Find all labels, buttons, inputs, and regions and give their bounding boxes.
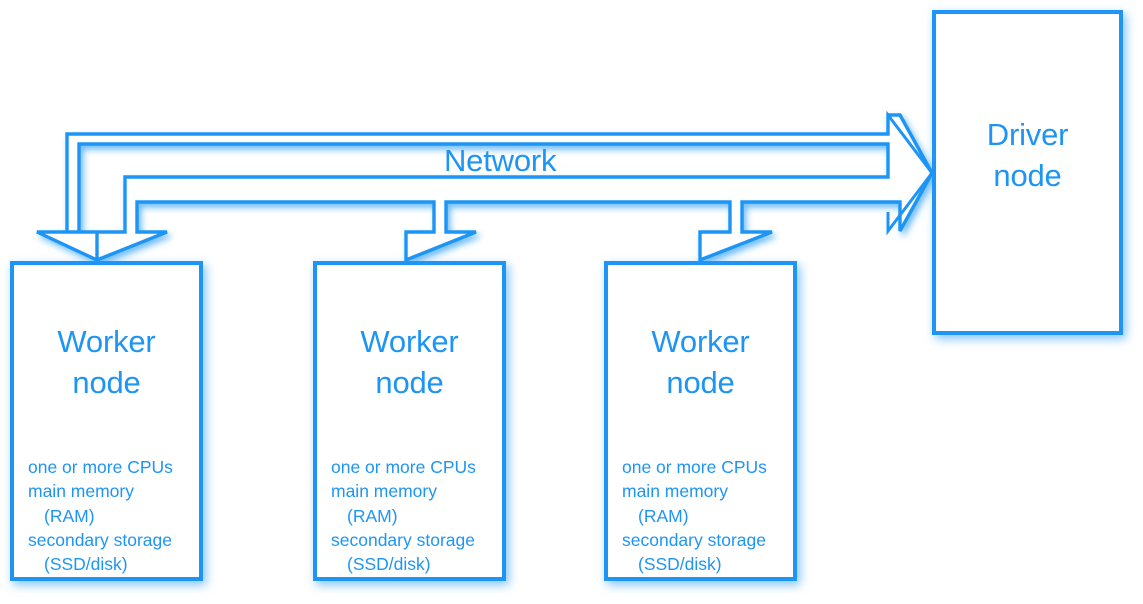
spec-secondary-storage: secondary storage [28,529,172,550]
spec-main-memory: main memory [28,481,134,502]
spec-main-memory: main memory [331,481,437,502]
spec-ram: (RAM) [638,505,689,526]
spec-secondary-storage: secondary storage [331,529,475,550]
worker-node-1[interactable]: Worker node one or more CPUs main memory… [10,261,203,581]
driver-to-workers-connector [36,113,934,263]
worker-node-2-specs: one or more CPUs main memory (RAM) secon… [331,455,476,576]
driver-node[interactable]: Driver node [932,10,1123,335]
spec-main-memory: main memory [622,481,728,502]
spec-secondary-storage: secondary storage [622,529,766,550]
network-label: Network [444,143,557,178]
worker-node-1-title: Worker node [57,324,156,400]
connector-left-drop-shaft [79,110,934,236]
worker-node-1-specs: one or more CPUs main memory (RAM) secon… [28,455,173,576]
spec-cpus: one or more CPUs [331,457,476,477]
spec-cpus: one or more CPUs [622,457,767,477]
worker-node-3-specs: one or more CPUs main memory (RAM) secon… [622,455,767,576]
spec-ssd-disk: (SSD/disk) [638,554,722,575]
worker-node-2[interactable]: Worker node one or more CPUs main memory… [313,261,506,581]
spec-ram: (RAM) [347,505,398,526]
spec-ram: (RAM) [44,505,95,526]
worker-node-3[interactable]: Worker node one or more CPUs main memory… [604,261,797,581]
worker-node-3-title: Worker node [651,324,750,400]
spec-ssd-disk: (SSD/disk) [347,554,431,575]
spec-cpus: one or more CPUs [28,457,173,477]
worker-node-2-title: Worker node [360,324,459,400]
driver-node-title: Driver node [986,117,1069,193]
spec-ssd-disk: (SSD/disk) [44,554,128,575]
